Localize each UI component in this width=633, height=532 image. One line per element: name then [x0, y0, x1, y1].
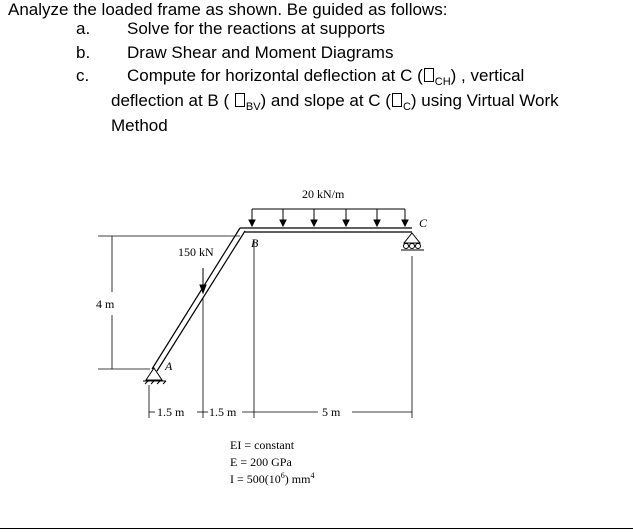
udl-label: 20 kN/m	[302, 187, 345, 201]
property-ei: EI = constant	[230, 438, 295, 452]
item-c-text: Compute for horizontal deflection at C (	[127, 66, 423, 85]
frame-members	[151, 227, 412, 372]
udl-load-arrows	[248, 208, 409, 228]
item-c-line1: Compute for horizontal deflection at C (…	[127, 66, 524, 88]
subscript-bv: BV	[245, 101, 261, 113]
page-bottom-rule	[0, 528, 633, 529]
dimension-height	[98, 235, 240, 370]
line2-mid: ) and slope at C (	[260, 91, 391, 110]
dim-2-label: 1.5 m	[209, 405, 237, 419]
property-e: E = 200 GPa	[230, 455, 292, 469]
item-c-marker: c.	[76, 66, 90, 85]
item-a-text: Solve for the reactions at supports	[127, 19, 385, 38]
line2-suffix: ) using Virtual Work	[410, 91, 559, 110]
point-load-arrow	[199, 268, 207, 295]
missing-glyph-box	[234, 93, 245, 107]
label-b: B	[251, 236, 259, 250]
label-c: C	[419, 216, 428, 230]
item-b-marker: b.	[76, 43, 91, 62]
property-i: I = 500(106) mm4	[230, 471, 314, 486]
label-a: A	[164, 359, 173, 373]
point-load-label: 150 kN	[178, 245, 214, 259]
item-c-line2: deflection at B ( BV) and slope at C ( C)…	[111, 91, 559, 113]
item-b-text: Draw Shear and Moment Diagrams	[127, 43, 394, 62]
subscript-ch: CH	[434, 76, 451, 88]
line2-prefix: deflection at B (	[111, 91, 230, 110]
problem-intro: Analyze the loaded frame as shown. Be gu…	[8, 0, 448, 19]
item-c-after: ) , vertical	[450, 66, 525, 85]
missing-glyph-box	[391, 93, 402, 107]
item-c-line3: Method	[111, 116, 168, 135]
subscript-c: C	[402, 101, 411, 113]
height-label: 4 m	[96, 297, 115, 311]
item-a-marker: a.	[76, 19, 91, 38]
support-c-roller	[401, 232, 424, 251]
support-a-pin	[143, 367, 167, 385]
missing-glyph-box	[423, 68, 434, 82]
dim-1-label: 1.5 m	[157, 405, 185, 419]
dim-3-label: 5 m	[322, 405, 341, 419]
dimension-extensions	[148, 240, 413, 418]
